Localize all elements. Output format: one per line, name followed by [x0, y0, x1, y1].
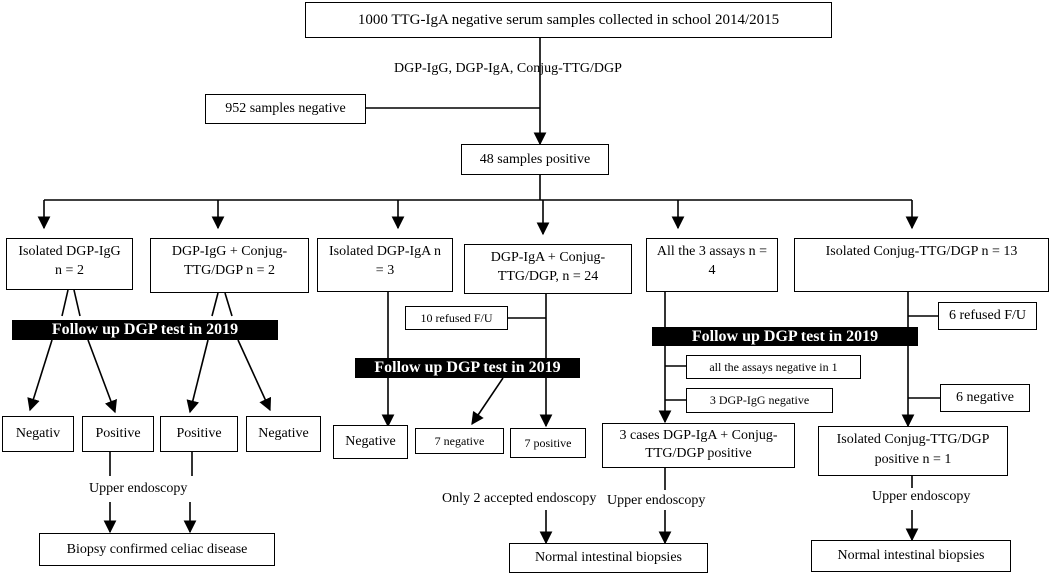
all-assays-negative-box: all the assays negative in 1	[686, 355, 861, 379]
result-negative-2: Negative	[333, 425, 408, 459]
result-seven-negative: 7 negative	[415, 428, 504, 454]
title-box: 1000 TTG-IgA negative serum samples coll…	[305, 2, 832, 38]
result-negative-1: Negative	[246, 416, 321, 452]
group-dgp-iga-conjug: DGP-IgA + Conjug-TTG/DGP, n = 24	[464, 244, 632, 294]
followup-bar-left: Follow up DGP test in 2019	[12, 320, 278, 340]
result-seven-positive: 7 positive	[510, 428, 586, 458]
normal-biopsies-box-2: Normal intestinal biopsies	[811, 540, 1011, 572]
followup-bar-middle: Follow up DGP test in 2019	[355, 358, 580, 378]
refused-6-box: 6 refused F/U	[938, 302, 1037, 330]
result-isolated-conjug-positive: Isolated Conjug-TTG/DGP positive n = 1	[818, 426, 1008, 476]
dgp-igg-negative-box: 3 DGP-IgG negative	[686, 388, 833, 413]
group-isolated-dgp-igg: Isolated DGP-IgG n = 2	[6, 238, 133, 290]
result-positive-1: Positive	[82, 416, 154, 452]
upper-endoscopy-label-2: Upper endoscopy	[607, 493, 706, 508]
normal-biopsies-box-1: Normal intestinal biopsies	[509, 543, 708, 573]
biopsy-confirmed-box: Biopsy confirmed celiac disease	[39, 533, 275, 566]
group-isolated-conjug: Isolated Conjug-TTG/DGP n = 13	[794, 238, 1049, 292]
group-all-three-assays: All the 3 assays n = 4	[646, 238, 778, 292]
only-two-accepted-label: Only 2 accepted endoscopy	[442, 491, 597, 506]
positive-samples-box: 48 samples positive	[461, 144, 609, 175]
negative-samples-box: 952 samples negative	[205, 94, 366, 124]
upper-endoscopy-label-3: Upper endoscopy	[872, 489, 971, 504]
result-negativ: Negativ	[2, 416, 74, 452]
group-isolated-dgp-iga: Isolated DGP-IgA n = 3	[317, 238, 453, 292]
group-dgp-igg-conjug: DGP-IgG + Conjug-TTG/DGP n = 2	[150, 238, 309, 293]
upper-endoscopy-label-1: Upper endoscopy	[89, 481, 188, 496]
assays-label: DGP-IgG, DGP-IgA, Conjug-TTG/DGP	[394, 61, 622, 76]
refused-10-box: 10 refused F/U	[405, 306, 508, 330]
result-three-cases: 3 cases DGP-IgA + Conjug-TTG/DGP positiv…	[602, 423, 795, 468]
followup-bar-right: Follow up DGP test in 2019	[652, 327, 918, 346]
six-negative-box: 6 negative	[940, 384, 1030, 412]
result-positive-2: Positive	[160, 416, 238, 452]
